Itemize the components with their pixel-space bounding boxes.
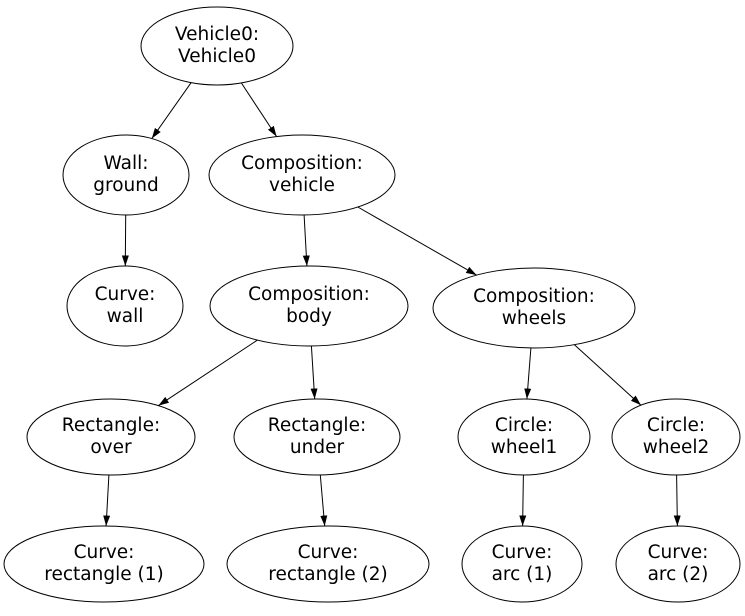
node-label-line: Composition: (241, 153, 363, 174)
node-curve-arc-2: Curve:arc (2) (615, 525, 741, 603)
node-label-line: Vehicle0: (175, 24, 259, 45)
edge-composition-body-to-rectangle-under (310, 345, 318, 400)
node-label-line: over (90, 437, 132, 458)
node-curve-wall: Curve:wall (66, 265, 184, 347)
edge-vehicle0-to-wall-ground (151, 82, 192, 139)
edge-composition-wheels-to-circle-wheel2 (574, 344, 642, 406)
node-ellipse (461, 525, 583, 603)
node-vehicle0: Vehicle0:Vehicle0 (140, 6, 294, 86)
edge-composition-vehicle-to-composition-body (302, 214, 310, 267)
node-label-line: arc (2) (648, 564, 709, 585)
nodes-layer: Vehicle0:Vehicle0Wall:groundComposition:… (3, 6, 741, 603)
node-ellipse (26, 398, 196, 476)
edge-composition-vehicle-to-composition-wheels (357, 206, 477, 276)
node-ellipse (432, 267, 636, 349)
node-ellipse (233, 398, 401, 476)
node-ellipse (611, 398, 741, 476)
node-ellipse (66, 265, 184, 347)
node-label-line: Composition: (248, 284, 370, 305)
node-label-line: rectangle (1) (44, 564, 163, 585)
node-label-line: ground (93, 175, 158, 196)
node-label-line: under (290, 437, 345, 458)
node-label-line: vehicle (269, 175, 335, 196)
node-ellipse (140, 6, 294, 86)
node-ellipse (615, 525, 741, 603)
node-rectangle-over: Rectangle:over (26, 398, 196, 476)
node-label-line: Curve: (74, 542, 135, 563)
node-ellipse (457, 398, 591, 476)
node-ellipse (62, 134, 190, 216)
node-label-line: wheels (502, 308, 566, 329)
edge-rectangle-over-to-curve-rectangle-1 (103, 474, 111, 527)
node-label-line: Curve: (95, 284, 156, 305)
node-circle-wheel1: Circle:wheel1 (457, 398, 591, 476)
node-label-line: Circle: (647, 415, 705, 436)
node-curve-arc-1: Curve:arc (1) (461, 525, 583, 603)
node-label-line: rectangle (2) (268, 564, 387, 585)
node-curve-rectangle-2: Curve:rectangle (2) (226, 525, 430, 603)
edge-composition-wheels-to-circle-wheel1 (524, 347, 532, 400)
node-curve-rectangle-1: Curve:rectangle (1) (3, 525, 205, 603)
edge-circle-wheel1-to-curve-arc-1 (519, 474, 527, 527)
node-ellipse (226, 525, 430, 603)
node-label-line: arc (1) (492, 564, 553, 585)
node-rectangle-under: Rectangle:under (233, 398, 401, 476)
node-label-line: Curve: (492, 542, 553, 563)
edge-circle-wheel2-to-curve-arc-2 (673, 474, 681, 527)
edge-rectangle-under-to-curve-rectangle-2 (319, 474, 328, 527)
node-label-line: Circle: (495, 415, 553, 436)
node-label-line: Rectangle: (268, 415, 366, 436)
node-label-line: body (286, 306, 332, 327)
node-ellipse (209, 265, 409, 347)
edge-composition-body-to-rectangle-over (158, 339, 258, 407)
node-wall-ground: Wall:ground (62, 134, 190, 216)
node-label-line: Wall: (104, 153, 149, 174)
node-label-line: Rectangle: (62, 415, 160, 436)
node-label-line: wheel2 (643, 437, 710, 458)
node-ellipse (208, 134, 396, 216)
node-label-line: Curve: (298, 542, 359, 563)
node-composition-wheels: Composition:wheels (432, 267, 636, 349)
node-ellipse (3, 525, 205, 603)
edge-vehicle0-to-composition-vehicle (240, 82, 278, 137)
node-label-line: wheel1 (491, 437, 558, 458)
node-composition-vehicle: Composition:vehicle (208, 134, 396, 216)
node-label-line: Vehicle0 (178, 46, 256, 67)
node-circle-wheel2: Circle:wheel2 (611, 398, 741, 476)
node-label-line: Curve: (648, 542, 709, 563)
node-label-line: Composition: (473, 286, 595, 307)
edges-layer (103, 82, 681, 527)
node-label-line: wall (107, 306, 144, 327)
node-composition-body: Composition:body (209, 265, 409, 347)
